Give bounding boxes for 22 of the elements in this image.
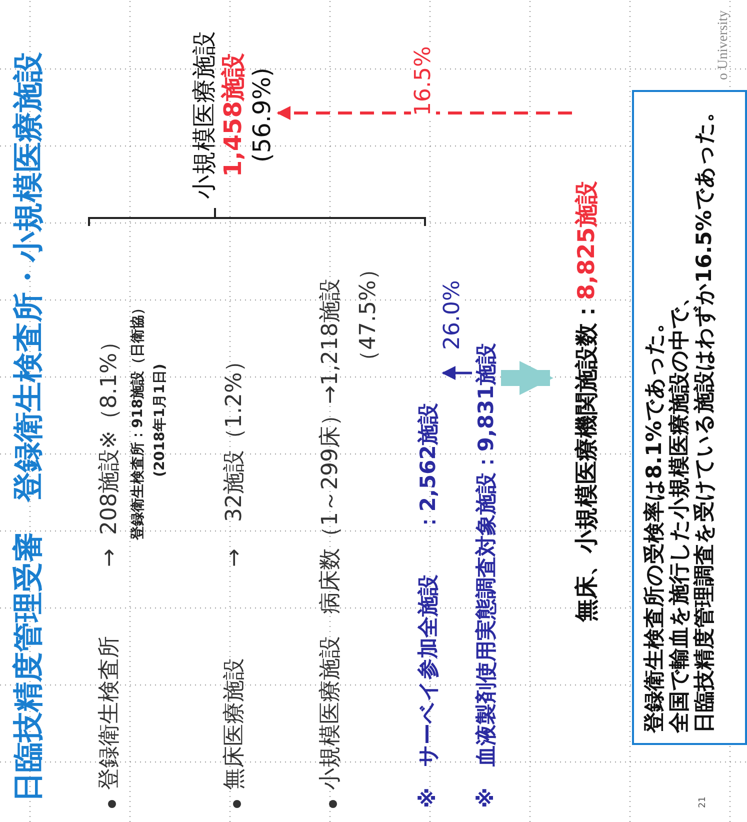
note-text: (2018年1月1日) [152, 364, 168, 477]
row-value: 208施設※（8.1%） [97, 330, 122, 535]
block-arrow [501, 361, 554, 395]
total-label: 小規模医療施設 1,458施設 (56.9%) [190, 30, 276, 200]
edge-label: 16.5% [411, 44, 436, 118]
note-text: 登録衛生検査所：918施設（日衛協） [130, 300, 146, 540]
row-value: （47.5%） [356, 258, 382, 372]
page-number: 21 [698, 796, 708, 808]
arrow [442, 366, 472, 380]
summary-box: 登録衛生検査所の受検率は8.1%であった。 全国で輸血を施行した小規模医療施設の中で、 日臨技精度管理調査を受けている施設はわずか16.5%であった。 [632, 90, 747, 745]
survey-text: ※ サーベイ参加全施設 ：2,562施設 [416, 318, 442, 808]
footer-text: o University [716, 10, 732, 80]
arrow [276, 106, 572, 120]
count-text: 無床、小規模医療機関施設数：8,825施設 [574, 82, 602, 622]
row-text: 無床医療施設 [222, 658, 248, 790]
arrow-symbol: → [97, 548, 122, 567]
arrow-symbol: → [222, 548, 248, 567]
row-text: 登録衛生検査所 [97, 636, 122, 790]
survey-text: ※ 血液製剤使用実態調査対象施設：9,831施設 [474, 298, 500, 808]
row-value: 32施設（1.2%） [222, 350, 248, 522]
slide-title: 日臨技精度管理受審 登録衛生検査所・小規模医療施設 [12, 52, 46, 802]
row-text: 小規模医療施設 病床数（1～299床）→1,218施設 [318, 278, 344, 790]
